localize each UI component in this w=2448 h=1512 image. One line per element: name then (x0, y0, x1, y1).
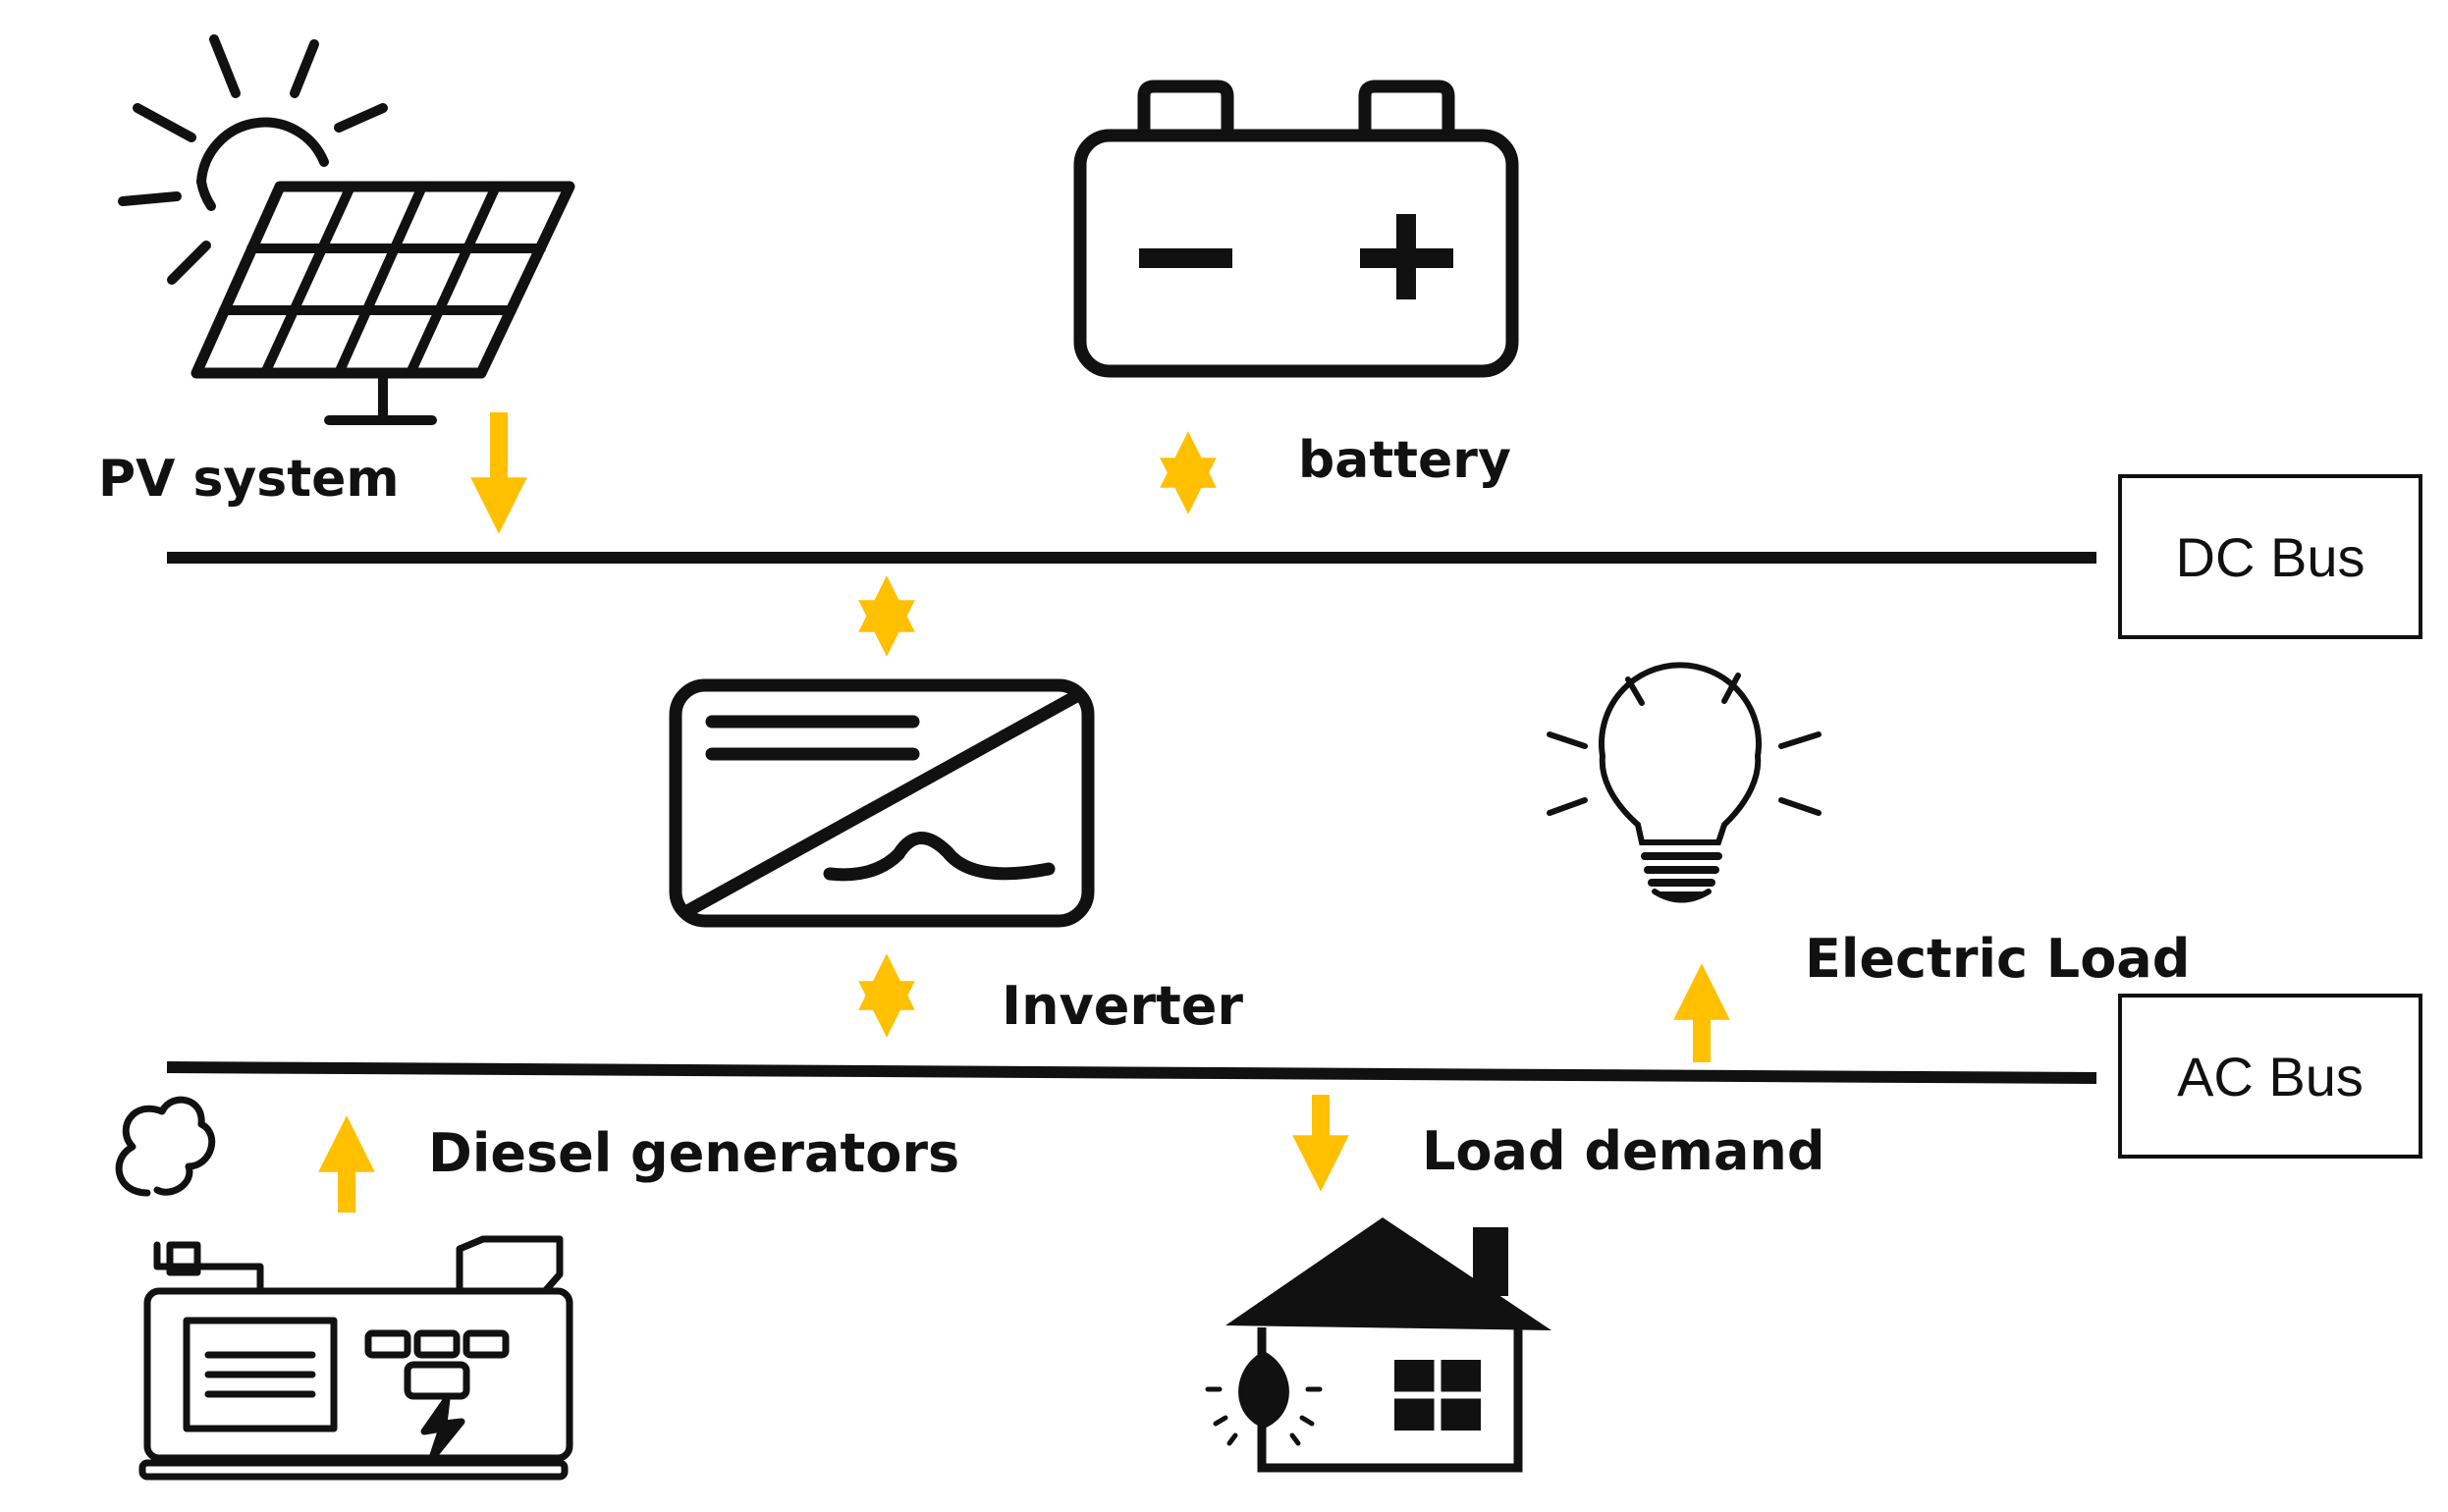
inverter-label: Inverter (1002, 975, 1244, 1037)
ac-bus-label: AC Bus (2177, 1045, 2364, 1107)
diesel-generator-icon (115, 1096, 573, 1481)
battery-icon (1073, 80, 1519, 378)
dc-bus-box: DC Bus (2118, 474, 2422, 639)
pv-system-label: PV system (98, 450, 400, 509)
house-icon (1205, 1217, 1551, 1473)
ac-bus-box: AC Bus (2118, 994, 2422, 1159)
solar-panel-icon (118, 34, 575, 425)
light-bulb-icon (1547, 662, 1822, 903)
dc-bus-label: DC Bus (2175, 525, 2366, 588)
battery-label: battery (1298, 431, 1511, 490)
ac-bus-line (166, 1061, 2097, 1084)
electric-load-label: Electric Load (1805, 928, 2191, 990)
inverter-icon (669, 678, 1095, 928)
diesel-generators-label: Diesel generators (428, 1122, 960, 1184)
load-demand-label: Load demand (1422, 1120, 1825, 1182)
